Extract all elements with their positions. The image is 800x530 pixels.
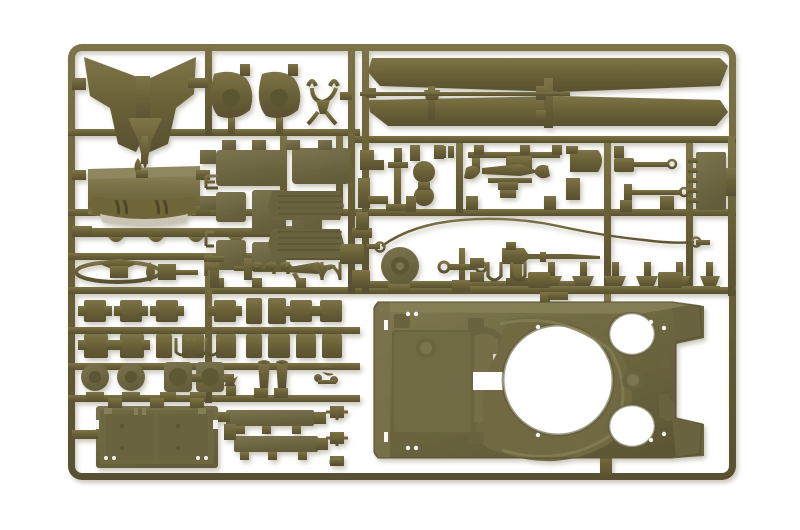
part-lower-hull-plate — [72, 398, 218, 468]
part-side-skirt-rails — [218, 410, 328, 460]
part-left-edge-clips — [340, 212, 372, 288]
part-stowage-boxes — [268, 191, 344, 258]
part-exhaust-and-tools — [222, 360, 288, 398]
part-bracket-e-shapes — [204, 174, 218, 248]
part-fender-supports — [360, 78, 570, 128]
part-small-hook-cluster — [314, 364, 338, 384]
part-track-link-brackets — [470, 258, 720, 294]
part-road-wheels — [81, 362, 234, 402]
part-axle-springs — [246, 261, 292, 274]
part-oval-and-rods — [74, 256, 300, 288]
part-hinge-column — [326, 406, 348, 466]
part-tow-hook-body — [316, 92, 352, 114]
sprue-assembly — [68, 44, 736, 480]
part-upper-hull — [373, 292, 704, 478]
part-antenna-forks — [313, 262, 342, 281]
part-suspension-bogies — [78, 298, 342, 358]
part-drive-sprocket — [381, 247, 419, 294]
part-front-fenders-pair — [72, 57, 208, 176]
part-centre-detail-block — [358, 145, 736, 212]
part-blade-arm — [72, 136, 210, 216]
part-hatch-discs — [210, 64, 301, 134]
part-tow-cable — [366, 217, 710, 253]
